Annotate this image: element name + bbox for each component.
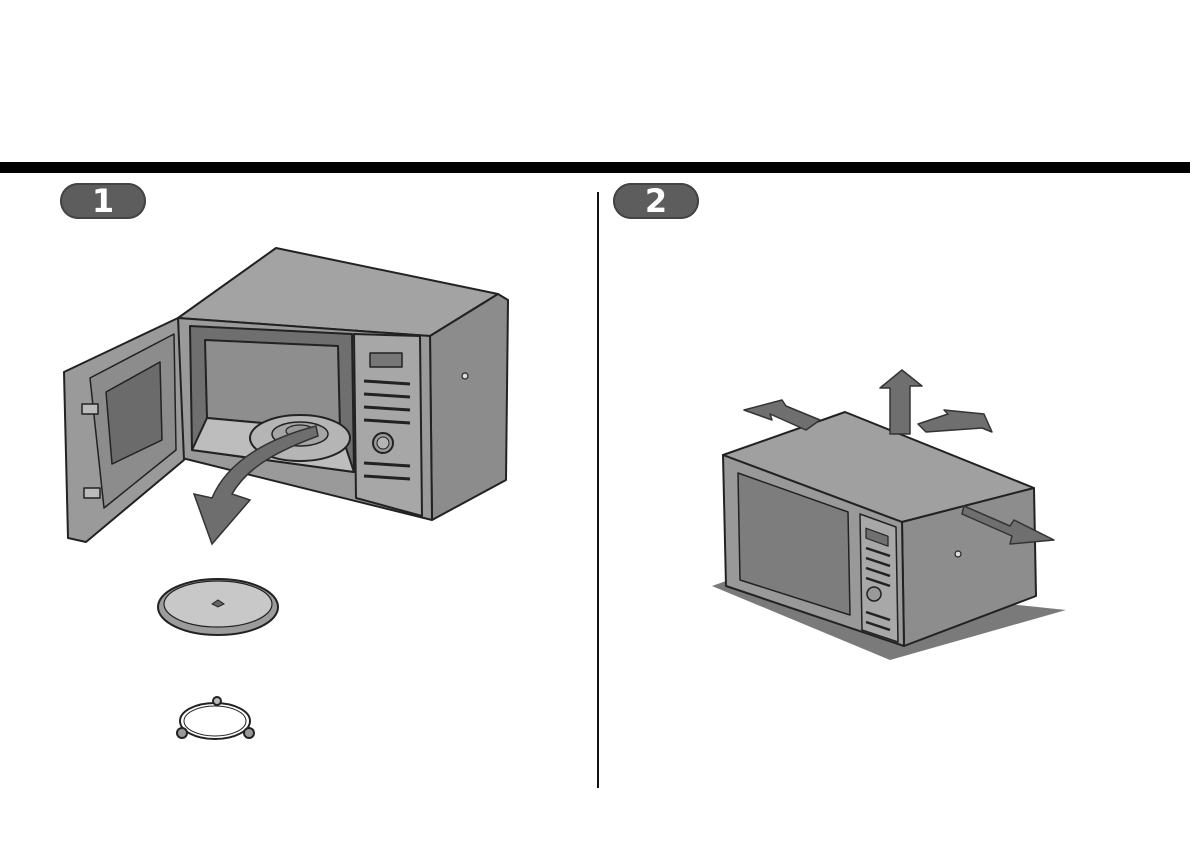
microwave-open-door — [64, 248, 508, 542]
up-arrow-icon — [880, 370, 922, 434]
right-back-arrow-icon — [918, 410, 992, 432]
microwave-closed — [723, 412, 1036, 646]
glass-tray — [158, 579, 278, 635]
roller-ring — [177, 697, 254, 739]
left-arrow-icon — [744, 400, 820, 430]
